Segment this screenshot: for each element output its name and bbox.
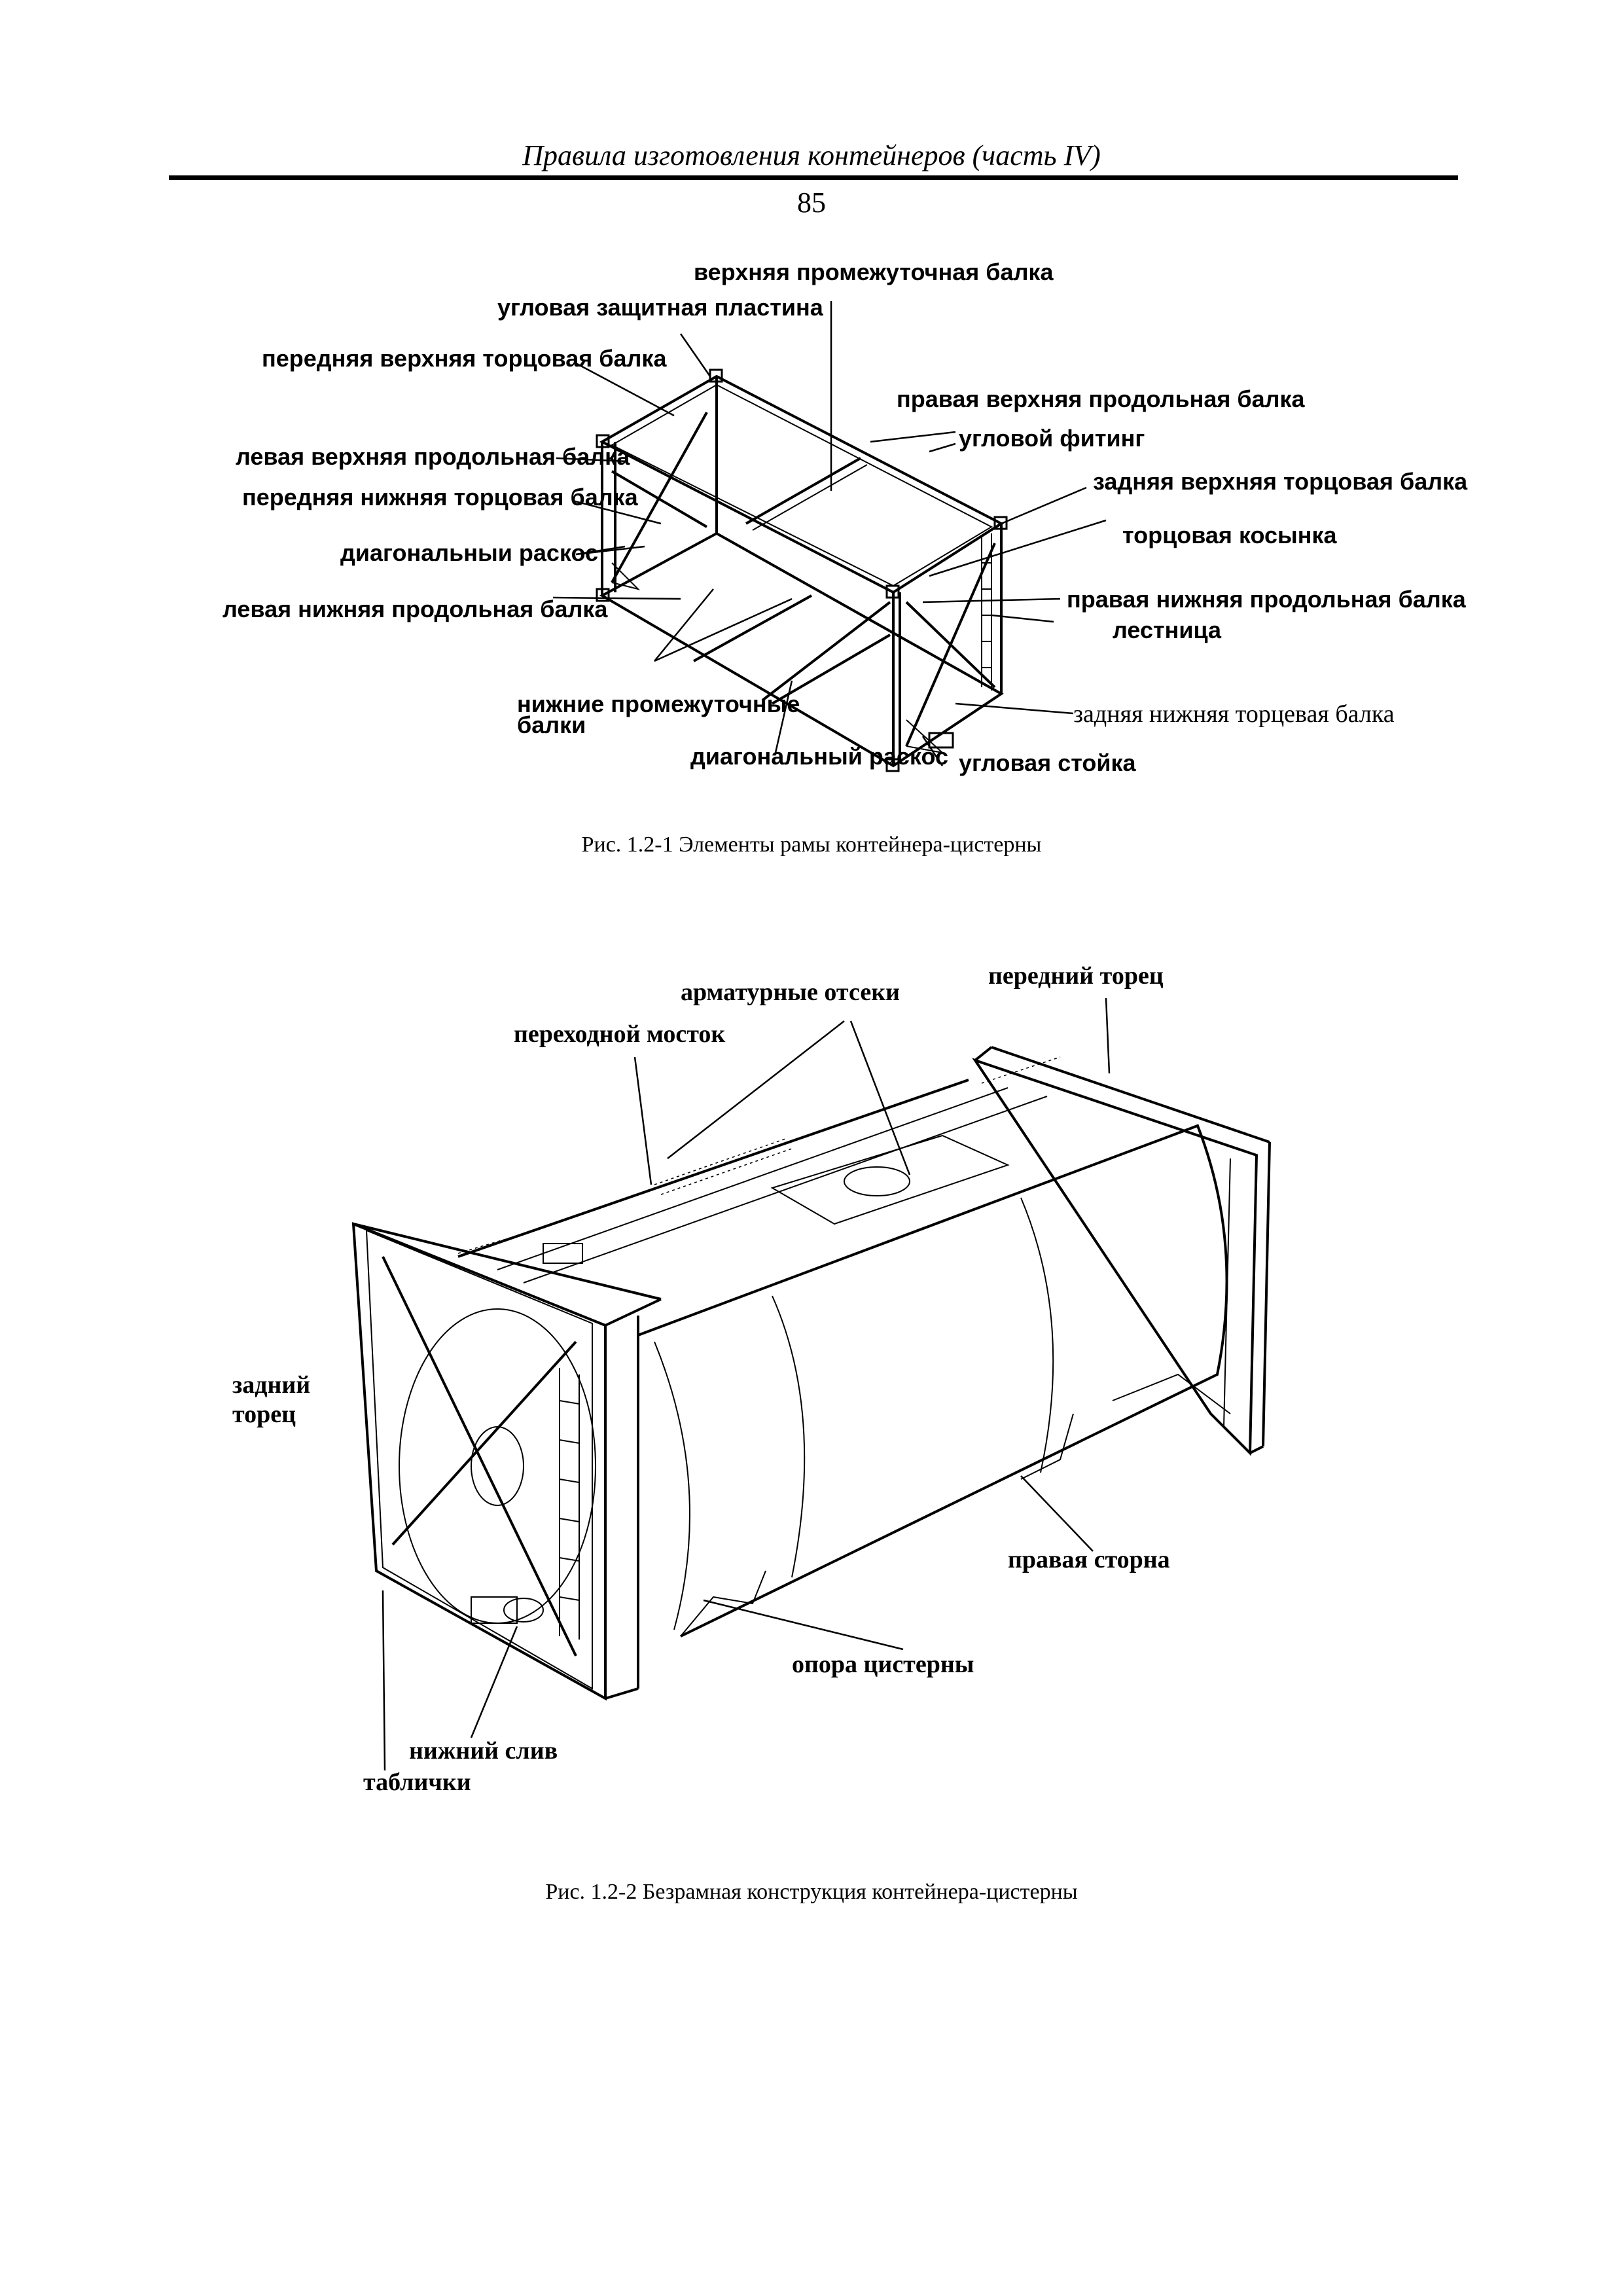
figure2-tank-drawing: передний торец арматурные отсеки переход…	[232, 962, 1271, 1796]
label-corner-protection-plate: угловая защитная пластина	[497, 294, 824, 321]
label-right-side: правая сторна	[1008, 1546, 1170, 1573]
label-diagonal-brace-2: диагональный раскос	[690, 743, 948, 770]
label-walkway: переходной мосток	[514, 1020, 725, 1048]
label-front-top-end-beam: передняя верхняя торцовая балка	[262, 345, 667, 372]
page-number: 85	[797, 187, 826, 219]
label-ladder: лестница	[1113, 617, 1222, 643]
label-bottom-intermediate-beams-line1: нижние промежуточные	[517, 691, 800, 717]
label-corner-fitting: угловой фитинг	[959, 425, 1145, 452]
header-rule	[169, 175, 1458, 180]
label-top-intermediate-beam: верхняя промежуточная балка	[694, 259, 1054, 285]
label-valve-compartments: арматурные отсеки	[681, 978, 900, 1006]
label-plates: таблички	[363, 1768, 471, 1796]
label-diagonal-brace-1: диагональныи раскос	[340, 539, 598, 566]
figure1-frame-drawing: верхняя промежуточная балка угловая защи…	[223, 259, 1468, 776]
running-header: Правила изготовления контейнеров (часть …	[522, 139, 1101, 171]
label-corner-post: угловая стойка	[959, 749, 1137, 776]
label-rear-end-line2: торец	[232, 1401, 296, 1428]
label-rear-bottom-end-beam: задняя нижняя торцевая балка	[1073, 700, 1395, 728]
label-left-bottom-side-beam: левая нижняя продольная балка	[223, 596, 608, 622]
label-front-bottom-end-beam: передняя нижняя торцовая балка	[242, 484, 639, 511]
tank-illustration	[351, 1046, 1271, 1701]
figure2-leader-lines	[382, 997, 1111, 1771]
label-tank-support: опора цистерны	[792, 1651, 974, 1678]
figure1-leader-lines	[552, 301, 1107, 766]
figure1-caption: Рис. 1.2-1 Элементы рамы контейнера-цист…	[581, 833, 1042, 857]
label-left-top-side-beam: левая верхняя продольная балка	[236, 443, 630, 470]
label-bottom-intermediate-beams-line2: балки	[517, 711, 586, 738]
label-right-bottom-side-beam: правая нижняя продольная балка	[1067, 586, 1467, 613]
label-rear-top-end-beam: задняя верхняя торцовая балка	[1093, 468, 1468, 495]
label-front-end: передний торец	[988, 962, 1164, 990]
label-end-gusset: торцовая косынка	[1122, 522, 1338, 548]
figure2-caption: Рис. 1.2-2 Безрамная конструкция контейн…	[545, 1880, 1078, 1904]
label-bottom-drain: нижний слив	[409, 1737, 558, 1765]
frame-illustration	[596, 368, 1008, 772]
label-rear-end-line1: задний	[232, 1371, 310, 1399]
label-right-top-side-beam: правая верхняя продольная балка	[897, 386, 1306, 412]
